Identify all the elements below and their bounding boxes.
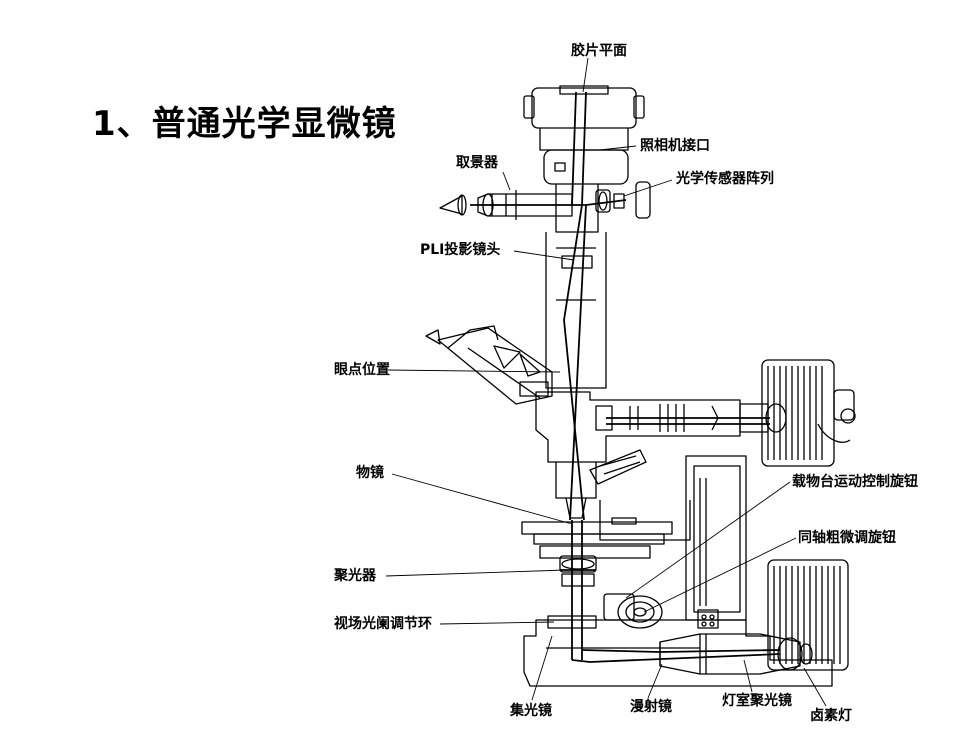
slide-title: 1、普通光学显微镜 <box>92 104 397 144</box>
label-viewfinder: 取景器 <box>456 155 498 171</box>
lower-lamp-house <box>767 559 849 671</box>
light-path <box>470 91 781 663</box>
condenser <box>559 555 597 587</box>
focus-knobs <box>603 593 719 629</box>
nosepiece <box>555 449 647 519</box>
label-halogen-lamp: 卤素灯 <box>810 708 852 724</box>
label-sensor-array: 光学传感器阵列 <box>676 171 774 187</box>
label-film-plane: 胶片平面 <box>571 43 627 59</box>
upper-lamp-house <box>761 359 856 467</box>
label-collector-lens: 集光镜 <box>510 703 552 719</box>
eyepiece-tube <box>425 325 553 405</box>
label-eyepoint: 眼点位置 <box>334 362 390 378</box>
stage <box>521 517 673 559</box>
label-diffuser: 漫射镜 <box>630 699 672 715</box>
label-camera-port: 照相机接口 <box>640 138 710 154</box>
label-stage-knob: 载物台运动控制旋钮 <box>792 474 918 490</box>
microscope-body <box>599 455 747 621</box>
label-pli-projection-lens: PLI投影镜头 <box>420 242 501 258</box>
label-lamp-condenser: 灯室聚光镜 <box>722 693 792 709</box>
leader-lines <box>385 57 827 707</box>
label-field-diaphragm-ring: 视场光阑调节环 <box>334 616 432 632</box>
microscope-column <box>545 184 607 389</box>
label-focus-knob: 同轴粗微调旋钮 <box>798 530 896 546</box>
label-condenser: 聚光器 <box>334 568 376 584</box>
label-objective: 物镜 <box>356 465 384 481</box>
